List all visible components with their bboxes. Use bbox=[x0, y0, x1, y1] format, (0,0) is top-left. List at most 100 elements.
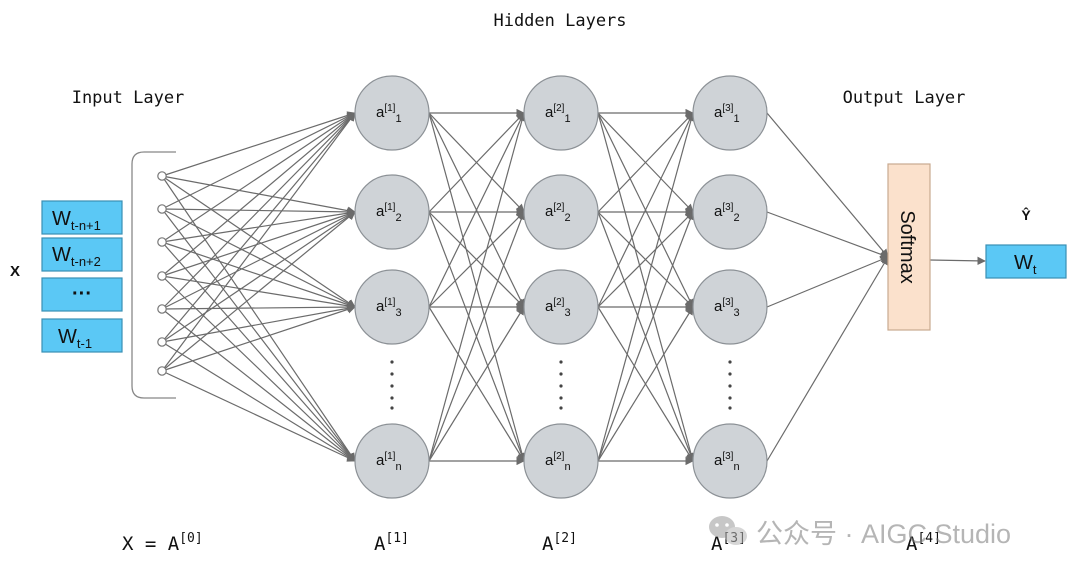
input-bracket bbox=[131, 151, 176, 399]
hidden-nodes: a[1]1 a[1]2 a[1]3 a[1]n a[2]1 a[2]2 a[2]3 a[2]n… bbox=[354, 75, 768, 499]
bottom-label-a1: A[1] bbox=[374, 531, 409, 555]
edge-input-3-h1-3 bbox=[161, 275, 356, 462]
edge-input-6-h1-0 bbox=[161, 112, 356, 372]
svg-text:a[1]2: a[1]2 bbox=[376, 202, 402, 224]
edge-input-5-h1-1 bbox=[161, 211, 356, 343]
svg-text:a[3]n: a[3]n bbox=[714, 451, 740, 473]
input-word-ellipsis: ··· bbox=[41, 277, 123, 312]
input-word-last: Wt-1 bbox=[41, 318, 123, 353]
hidden-node-l3-3: a[3]3 bbox=[692, 269, 768, 345]
hidden-node-l2-1: a[2]1 bbox=[523, 75, 599, 151]
svg-text:a[1]1: a[1]1 bbox=[376, 103, 402, 125]
svg-text:a[2]3: a[2]3 bbox=[545, 297, 571, 319]
edge-h3-1-softmax bbox=[766, 211, 889, 259]
edge-input-0-h1-3 bbox=[161, 175, 356, 462]
svg-text:···: ··· bbox=[72, 283, 92, 305]
input-node-2 bbox=[157, 204, 167, 214]
hidden-node-l2-n: a[2]n bbox=[523, 423, 599, 499]
hidden-node-l1-2: a[1]2 bbox=[354, 174, 430, 250]
edge-input-4-h1-0 bbox=[161, 112, 356, 310]
edge-h2-3-h3-1 bbox=[597, 211, 695, 462]
edge-input-2-h1-3 bbox=[161, 241, 356, 462]
hidden-layers-title: Hidden Layers bbox=[493, 11, 626, 31]
layer-3-ellipsis bbox=[728, 360, 732, 410]
edge-input-1-h1-0 bbox=[161, 112, 356, 210]
svg-text:公众号 · AIGC Studio: 公众号 · AIGC Studio bbox=[756, 519, 1011, 549]
hidden-node-l1-n: a[1]n bbox=[354, 423, 430, 499]
svg-text:a[2]2: a[2]2 bbox=[545, 202, 571, 224]
watermark: 公众号 · AIGC Studio bbox=[709, 516, 1011, 549]
svg-text:Wt-1: Wt-1 bbox=[58, 326, 92, 351]
layer-1-ellipsis bbox=[390, 360, 394, 410]
edge-h1-2-h2-0 bbox=[428, 112, 525, 308]
edge-softmax-output bbox=[929, 256, 986, 266]
input-nodes bbox=[157, 171, 167, 376]
input-layer-title: Input Layer bbox=[72, 88, 185, 108]
svg-text:a[3]2: a[3]2 bbox=[714, 202, 740, 224]
svg-text:a[2]1: a[2]1 bbox=[545, 103, 571, 125]
edge-h3-2-softmax bbox=[766, 256, 889, 308]
edge-h1-3-h2-1 bbox=[428, 211, 526, 462]
svg-text:a[1]n: a[1]n bbox=[376, 451, 402, 473]
edge-h2-2-h3-1 bbox=[597, 211, 694, 308]
edge-input-1-h1-2 bbox=[161, 208, 356, 308]
edge-input-4-h1-3 bbox=[161, 308, 356, 462]
edge-h1-2-h2-1 bbox=[428, 211, 525, 308]
output-word: Wt bbox=[985, 244, 1067, 279]
edge-input-0-h1-0 bbox=[161, 111, 356, 177]
bottom-label-a4: A[4] bbox=[906, 531, 941, 555]
hidden-node-l3-1: a[3]1 bbox=[692, 75, 768, 151]
input-word-2: Wt-n+2 bbox=[41, 237, 123, 272]
svg-text:a[3]1: a[3]1 bbox=[714, 103, 740, 125]
x-side-label: X bbox=[10, 263, 20, 280]
edge-input-2-h1-0 bbox=[161, 112, 356, 243]
edge-input-6-h1-2 bbox=[161, 305, 356, 372]
y-hat-label: Ŷ bbox=[1021, 206, 1031, 223]
edge-h2-2-h3-0 bbox=[597, 112, 694, 308]
edge-h2-3-h3-0 bbox=[597, 112, 696, 462]
svg-text:a[2]n: a[2]n bbox=[545, 451, 571, 473]
connection-edges bbox=[161, 108, 986, 466]
input-node-6 bbox=[157, 337, 167, 347]
input-word-1: Wt-n+1 bbox=[41, 200, 123, 235]
edge-input-2-h1-2 bbox=[161, 241, 356, 309]
edge-h2-1-h3-0 bbox=[597, 112, 694, 213]
layer-2-ellipsis bbox=[559, 360, 563, 410]
edge-input-6-h1-1 bbox=[161, 211, 356, 372]
svg-text:Wt: Wt bbox=[1014, 252, 1037, 277]
edge-input-5-h1-3 bbox=[161, 341, 356, 462]
edge-input-5-h1-0 bbox=[161, 112, 356, 343]
input-node-7 bbox=[157, 366, 167, 376]
svg-text:Softmax: Softmax bbox=[896, 210, 918, 283]
edge-input-3-h1-1 bbox=[161, 210, 356, 277]
input-node-4 bbox=[157, 271, 167, 281]
hidden-node-l1-3: a[1]3 bbox=[354, 269, 430, 345]
hidden-node-l3-n: a[3]n bbox=[692, 423, 768, 499]
edge-h3-0-softmax bbox=[766, 112, 889, 258]
hidden-node-l1-1: a[1]1 bbox=[354, 75, 430, 151]
input-node-5 bbox=[157, 304, 167, 314]
bottom-label-a0: X = A[0] bbox=[122, 531, 203, 555]
softmax-box: Softmax bbox=[887, 163, 931, 331]
edge-h1-3-h2-0 bbox=[428, 112, 527, 462]
edge-input-4-h1-2 bbox=[161, 302, 356, 312]
hidden-node-l3-2: a[3]2 bbox=[692, 174, 768, 250]
svg-text:Wt-n+1: Wt-n+1 bbox=[52, 208, 101, 233]
hidden-node-l2-3: a[2]3 bbox=[523, 269, 599, 345]
input-node-1 bbox=[157, 171, 167, 181]
edge-input-5-h1-2 bbox=[161, 304, 356, 343]
edge-input-1-h1-3 bbox=[161, 208, 356, 462]
edge-input-4-h1-1 bbox=[161, 211, 356, 310]
edge-h2-3-h3-2 bbox=[597, 306, 694, 462]
input-node-3 bbox=[157, 237, 167, 247]
edge-h1-3-h2-2 bbox=[428, 306, 525, 462]
svg-text:a[3]3: a[3]3 bbox=[714, 297, 740, 319]
output-layer-title: Output Layer bbox=[843, 88, 966, 108]
edge-h3-3-softmax bbox=[766, 256, 889, 462]
bottom-label-a2: A[2] bbox=[542, 531, 577, 555]
wechat-icon bbox=[709, 516, 747, 545]
svg-text:a[1]3: a[1]3 bbox=[376, 297, 402, 319]
edge-input-3-h1-0 bbox=[161, 112, 356, 277]
svg-text:Wt-n+2: Wt-n+2 bbox=[52, 244, 101, 269]
